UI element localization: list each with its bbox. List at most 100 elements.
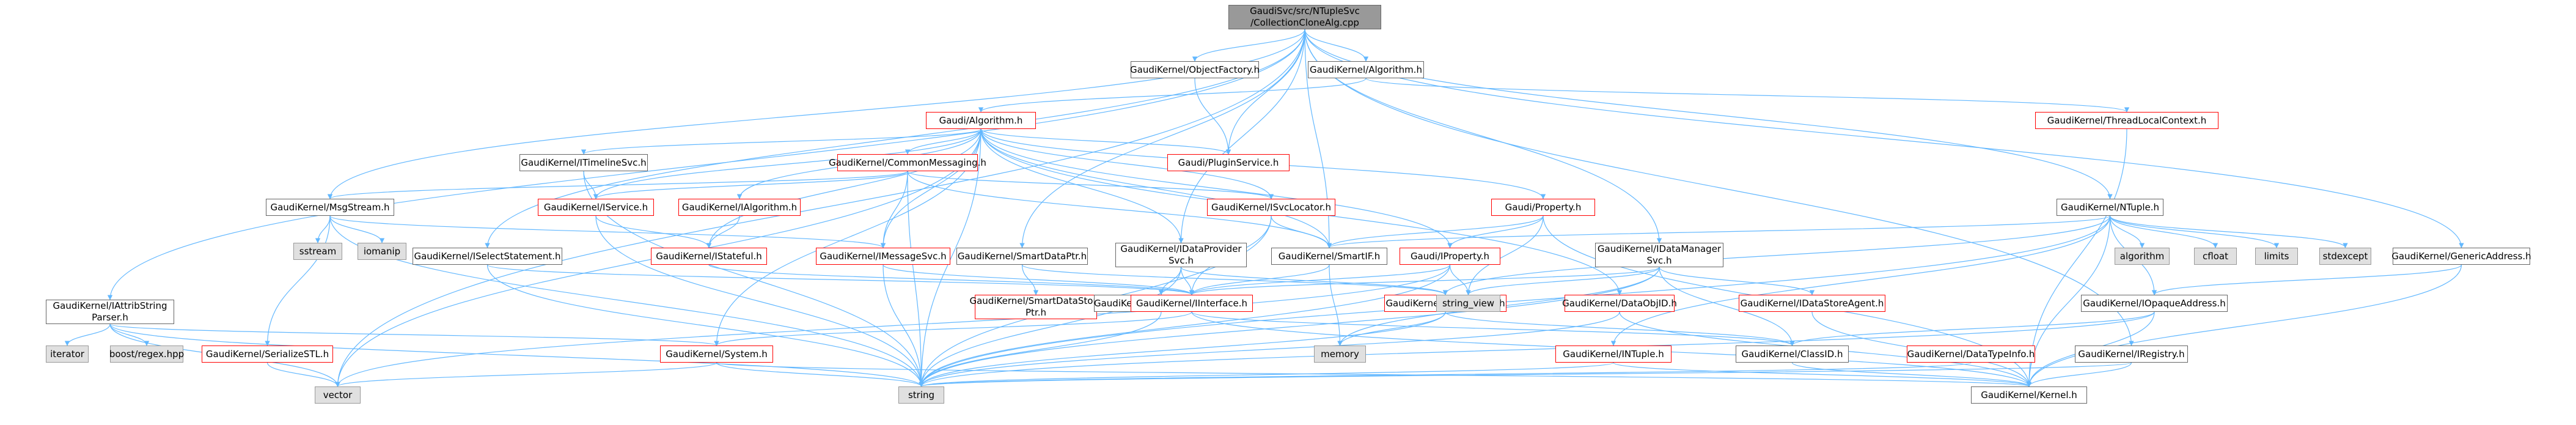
edge-iinterface-to-classid — [1191, 311, 1795, 346]
node-attrib[interactable]: GaudiKernel/IAttribString Parser.h — [46, 300, 174, 324]
edge-idatamanager-to-iinterface — [1189, 267, 1660, 295]
edge-idatamanager-to-idatastoreagent — [1659, 267, 1815, 295]
edge-gaudialg-to-iproperty — [980, 128, 1453, 248]
edge-system-to-vector — [335, 362, 717, 387]
edge-commonmsg-to-msgstream — [328, 171, 908, 199]
node-iterator[interactable]: iterator — [46, 346, 89, 363]
edge-algorithmh-to-gaudialg — [978, 78, 1367, 113]
node-ntupleh[interactable]: GaudiKernel/NTuple.h — [2057, 199, 2163, 216]
edge-attrib-to-system — [109, 323, 719, 346]
edge-root-to-idataprovider — [1178, 29, 1305, 243]
edge-root-to-objfactory — [1192, 29, 1305, 62]
edge-root-to-smartdataptr — [1019, 29, 1305, 248]
node-smartif[interactable]: GaudiKernel/SmartIF.h — [1271, 248, 1387, 265]
edge-smartif-to-iinterface — [1189, 264, 1330, 295]
node-iinterface[interactable]: GaudiKernel/IInterface.h — [1131, 295, 1253, 312]
node-commonmsg[interactable]: GaudiKernel/CommonMessaging.h — [829, 154, 986, 171]
node-limits[interactable]: limits — [2255, 248, 2298, 265]
edge-iregistry-to-kernel — [2026, 362, 2132, 387]
edge-property-to-stringview — [1466, 215, 1544, 295]
edge-iregistry-to-string — [919, 362, 2132, 387]
node-msgstream[interactable]: GaudiKernel/MsgStream.h — [266, 199, 394, 216]
node-idatamanager[interactable]: GaudiKernel/IDataManager Svc.h — [1595, 243, 1723, 267]
edge-iinterface-to-system — [714, 311, 1192, 346]
edge-serializestl-to-vector — [266, 362, 340, 387]
node-cfloat[interactable]: cfloat — [2194, 248, 2237, 265]
node-idatastoreagent[interactable]: GaudiKernel/IDataStoreAgent.h — [1739, 295, 1885, 312]
node-ialgorithm[interactable]: GaudiKernel/IAlgorithm.h — [678, 199, 801, 216]
node-boostregex[interactable]: boost/regex.hpp — [109, 346, 184, 363]
node-istateful[interactable]: GaudiKernel/IStateful.h — [651, 248, 767, 265]
edge-root-to-algorithmh — [1304, 29, 1369, 62]
edge-algorithmh-to-threadlocal — [1365, 78, 2129, 113]
edge-root-to-genericaddr — [1304, 29, 2464, 248]
edge-gaudialg-to-itimeline — [581, 128, 982, 155]
edge-iopaque-to-classid — [1789, 311, 2155, 346]
node-dataobjid[interactable]: GaudiKernel/DataObjID.h — [1562, 295, 1677, 312]
node-root[interactable]: GaudiSvc/src/NTupleSvc /CollectionCloneA… — [1228, 5, 1381, 29]
node-intuple[interactable]: GaudiKernel/INTuple.h — [1555, 346, 1671, 363]
edge-iservice-to-string — [595, 215, 924, 387]
node-classid[interactable]: GaudiKernel/ClassID.h — [1736, 346, 1849, 363]
node-smartdataptr[interactable]: GaudiKernel/SmartDataPtr.h — [956, 248, 1088, 265]
node-vector[interactable]: vector — [315, 386, 361, 404]
edge-gaudialg-to-istateful — [706, 128, 982, 248]
edge-iproperty-to-vector — [335, 264, 1451, 387]
edge-ntupleh-to-string — [919, 215, 2111, 387]
node-system[interactable]: GaudiKernel/System.h — [660, 346, 773, 363]
edge-gaudialg-to-string — [919, 128, 982, 387]
node-property[interactable]: Gaudi/Property.h — [1491, 199, 1595, 216]
edge-ntupleh-to-dataobject — [1442, 215, 2111, 295]
node-imessagesvc[interactable]: GaudiKernel/IMessageSvc.h — [816, 248, 950, 265]
edge-imessagesvc-to-string — [883, 264, 924, 387]
edge-threadlocal-to-kernel — [2026, 128, 2127, 387]
edge-ntupleh-to-cfloat — [2109, 215, 2218, 248]
node-memory[interactable]: memory — [1314, 346, 1366, 363]
node-stringview[interactable]: string_view — [1436, 295, 1500, 312]
node-threadlocal[interactable]: GaudiKernel/ThreadLocalContext.h — [2035, 112, 2218, 129]
node-iselect[interactable]: GaudiKernel/ISelectStatement.h — [413, 248, 562, 265]
node-kernel[interactable]: GaudiKernel/Kernel.h — [1971, 386, 2087, 404]
node-idataprovider[interactable]: GaudiKernel/IDataProvider Svc.h — [1115, 243, 1247, 267]
edge-root-to-vector — [335, 29, 1305, 387]
node-iomanip[interactable]: iomanip — [358, 243, 406, 260]
node-genericaddr[interactable]: GaudiKernel/GenericAddress.h — [2391, 248, 2531, 265]
edge-root-to-attrib — [107, 29, 1305, 300]
node-objfactory[interactable]: GaudiKernel/ObjectFactory.h — [1130, 61, 1260, 78]
node-datatypeinfo[interactable]: GaudiKernel/DataTypeInfo.h — [1907, 346, 2035, 363]
node-smartdatastore[interactable]: GaudiKernel/SmartDataStore Ptr.h — [969, 295, 1103, 319]
edge-gaudialg-to-smartif — [980, 128, 1332, 248]
edge-ialgorithm-to-istateful — [706, 215, 740, 248]
node-iopaque[interactable]: GaudiKernel/IOpaqueAddress.h — [2081, 295, 2228, 312]
node-iregistry[interactable]: GaudiKernel/IRegistry.h — [2075, 346, 2188, 363]
edge-genericaddr-to-kernel — [2026, 264, 2462, 387]
edge-root-to-msgstream — [327, 29, 1305, 199]
edge-commonmsg-to-isvclocator — [907, 171, 1274, 199]
node-gaudialg[interactable]: Gaudi/Algorithm.h — [926, 112, 1036, 129]
edge-property-to-iproperty — [1447, 215, 1544, 248]
node-stdexcept[interactable]: stdexcept — [2319, 248, 2371, 265]
node-algorithmh[interactable]: GaudiKernel/Algorithm.h — [1308, 61, 1424, 78]
edge-msgstream-to-serializestl — [265, 215, 331, 346]
edge-imessagesvc-to-iinterface — [883, 264, 1195, 295]
node-sstream[interactable]: sstream — [293, 243, 342, 260]
edge-intuple-to-string — [919, 362, 1614, 387]
node-algorithm[interactable]: algorithm — [2115, 248, 2170, 265]
edge-gaudialg-to-imessagesvc — [880, 128, 982, 248]
node-string[interactable]: string — [898, 386, 944, 404]
node-iservice[interactable]: GaudiKernel/IService.h — [538, 199, 654, 216]
node-pluginsvc[interactable]: Gaudi/PluginService.h — [1167, 154, 1290, 171]
node-itimeline[interactable]: GaudiKernel/ITimelineSvc.h — [519, 154, 648, 171]
edge-isvclocator-to-smartif — [1271, 215, 1332, 248]
node-iproperty[interactable]: Gaudi/IProperty.h — [1400, 248, 1500, 265]
edge-idatamanager-to-stringview — [1466, 267, 1660, 295]
edge-iproperty-to-string — [919, 264, 1451, 387]
node-serializestl[interactable]: GaudiKernel/SerializeSTL.h — [202, 346, 333, 363]
node-isvclocator[interactable]: GaudiKernel/ISvcLocator.h — [1207, 199, 1335, 216]
edge-dataobjid-to-string — [919, 311, 1620, 387]
edge-genericaddr-to-iopaque — [2151, 264, 2462, 295]
edge-dataobject-to-string — [919, 311, 1446, 387]
edge-iservice-to-istateful — [595, 215, 712, 248]
edge-property-to-smartif — [1326, 215, 1544, 248]
edge-gaudialg-to-commonmsg — [905, 128, 982, 155]
